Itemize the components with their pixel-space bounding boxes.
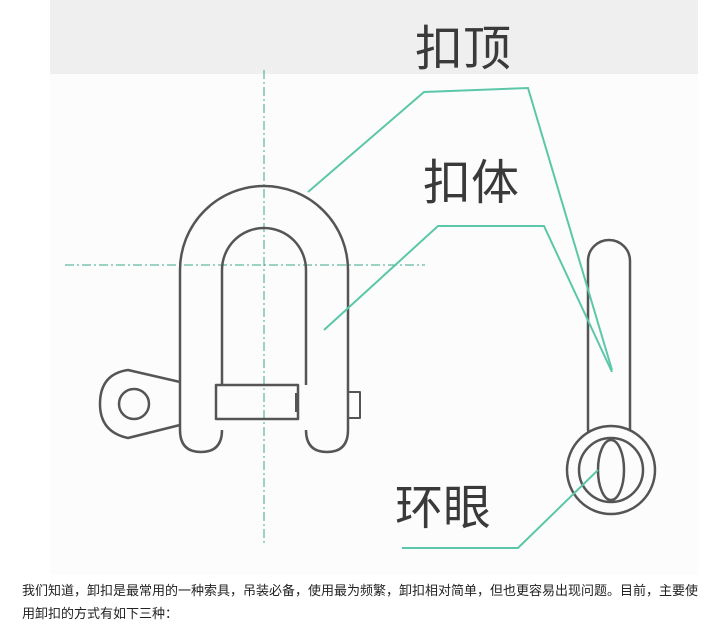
shackle-inner-outline: [220, 226, 308, 385]
article-paragraph: 我们知道，卸扣是最常用的一种索具，吊装必备，使用最为频繁，卸扣相对简单，但也更容…: [22, 584, 699, 622]
shackle-outer-outline: [178, 184, 350, 430]
pin-thread-end: [348, 391, 361, 419]
crown-leader-line: [307, 86, 613, 371]
body-leader-line: [323, 225, 613, 373]
pin-eye-hole: [117, 387, 151, 421]
shackle-left-foot: [178, 429, 224, 454]
shackle-right-foot: [304, 429, 350, 454]
shackle-pin: [214, 383, 300, 421]
pin-eye-head: [98, 368, 181, 440]
body-label: 扣体: [423, 155, 519, 211]
shackle-side-view: [565, 238, 657, 516]
shackle-diagram-svg: 扣顶 扣体 环眼: [50, 0, 698, 549]
crown-label: 扣顶: [415, 21, 511, 77]
side-view-eye-inner: [577, 436, 645, 504]
eye-leader-line: [402, 469, 599, 549]
shackle-diagram: 扣顶 扣体 环眼: [50, 0, 698, 549]
top-band: [50, 0, 698, 74]
leader-lines: [307, 86, 613, 549]
shackle-front-view: [98, 184, 361, 454]
eye-label: 环眼: [395, 480, 491, 536]
